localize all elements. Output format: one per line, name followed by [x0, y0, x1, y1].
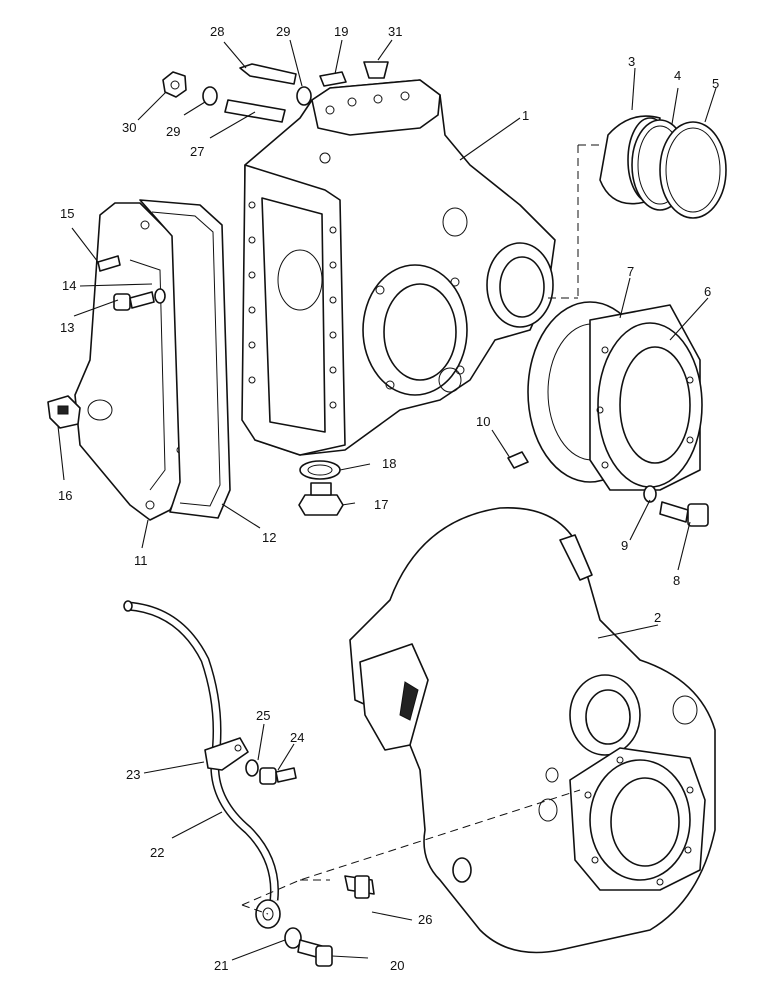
- part-9-washer: [643, 485, 657, 503]
- part-13-bolt: [113, 291, 155, 311]
- callout-26: 26: [418, 912, 432, 927]
- alignment-lines: [241, 144, 600, 915]
- part-29-washer-right: [296, 86, 312, 106]
- callout-15: 15: [60, 206, 74, 221]
- part-17-drain-plug: [298, 482, 344, 516]
- callout-25: 25: [256, 708, 270, 723]
- callout-19: 19: [334, 24, 348, 39]
- callout-18: 18: [382, 456, 396, 471]
- callout-20: 20: [390, 958, 404, 973]
- callout-7: 7: [627, 264, 634, 279]
- callout-11: 11: [134, 553, 148, 568]
- part-18-washer: [299, 460, 341, 480]
- callout-4: 4: [674, 68, 681, 83]
- callout-10: 10: [476, 414, 490, 429]
- part-10-grease-nipple: [507, 451, 529, 469]
- part-27-stud: [224, 99, 286, 123]
- part-31-plug: [363, 61, 389, 79]
- callout-14: 14: [62, 278, 76, 293]
- part-24-bolt: [259, 767, 297, 785]
- callout-2: 2: [654, 610, 661, 625]
- callout-3: 3: [628, 54, 635, 69]
- part-8-bolt: [659, 501, 709, 527]
- part-29-washer-left: [202, 86, 218, 106]
- callout-24: 24: [290, 730, 304, 745]
- callout-1: 1: [522, 108, 529, 123]
- front-flange-bolt-holes: [248, 201, 337, 409]
- callout-12: 12: [262, 530, 276, 545]
- part-6-bearing-carrier: [589, 304, 703, 491]
- part-25-washer: [245, 759, 259, 777]
- part-5-circlip: [659, 121, 727, 219]
- callout-21: 21: [214, 958, 228, 973]
- part-21-washer: [284, 927, 302, 949]
- callout-9: 9: [621, 538, 628, 553]
- part-19-dowel: [319, 71, 347, 87]
- callout-22: 22: [150, 845, 164, 860]
- part-2-lower-housing: [349, 507, 716, 954]
- part-12-gasket: [139, 199, 231, 519]
- part-30-nut: [162, 71, 187, 98]
- part-14-washer: [154, 288, 166, 304]
- part-26-union: [344, 875, 375, 899]
- part-11-side-cover: [74, 202, 186, 521]
- callout-13: 13: [60, 320, 74, 335]
- callout-23: 23: [126, 767, 140, 782]
- callout-31: 31: [388, 24, 402, 39]
- callout-30: 30: [122, 120, 136, 135]
- callout-28: 28: [210, 24, 224, 39]
- part-1-upper-housing: [241, 79, 556, 456]
- part-16-plug: [47, 395, 81, 429]
- callout-29-right: 29: [276, 24, 290, 39]
- callout-16: 16: [58, 488, 72, 503]
- callout-17: 17: [374, 497, 388, 512]
- leader-lines: [57, 39, 717, 961]
- callout-27: 27: [190, 144, 204, 159]
- callout-8: 8: [673, 573, 680, 588]
- callout-29-left: 29: [166, 124, 180, 139]
- part-20-banjo-bolt: [297, 939, 333, 967]
- part-22-oil-pipe: [123, 600, 279, 901]
- callout-labels: 1 2 3 4 5 6 7 8 9 10 11 12 13 14 15 16 1…: [58, 24, 719, 973]
- callout-5: 5: [712, 76, 719, 91]
- part-15-stud: [97, 255, 121, 272]
- callout-6: 6: [704, 284, 711, 299]
- part-23-pipe-clip: [204, 737, 249, 771]
- part-28-bolt: [239, 63, 297, 85]
